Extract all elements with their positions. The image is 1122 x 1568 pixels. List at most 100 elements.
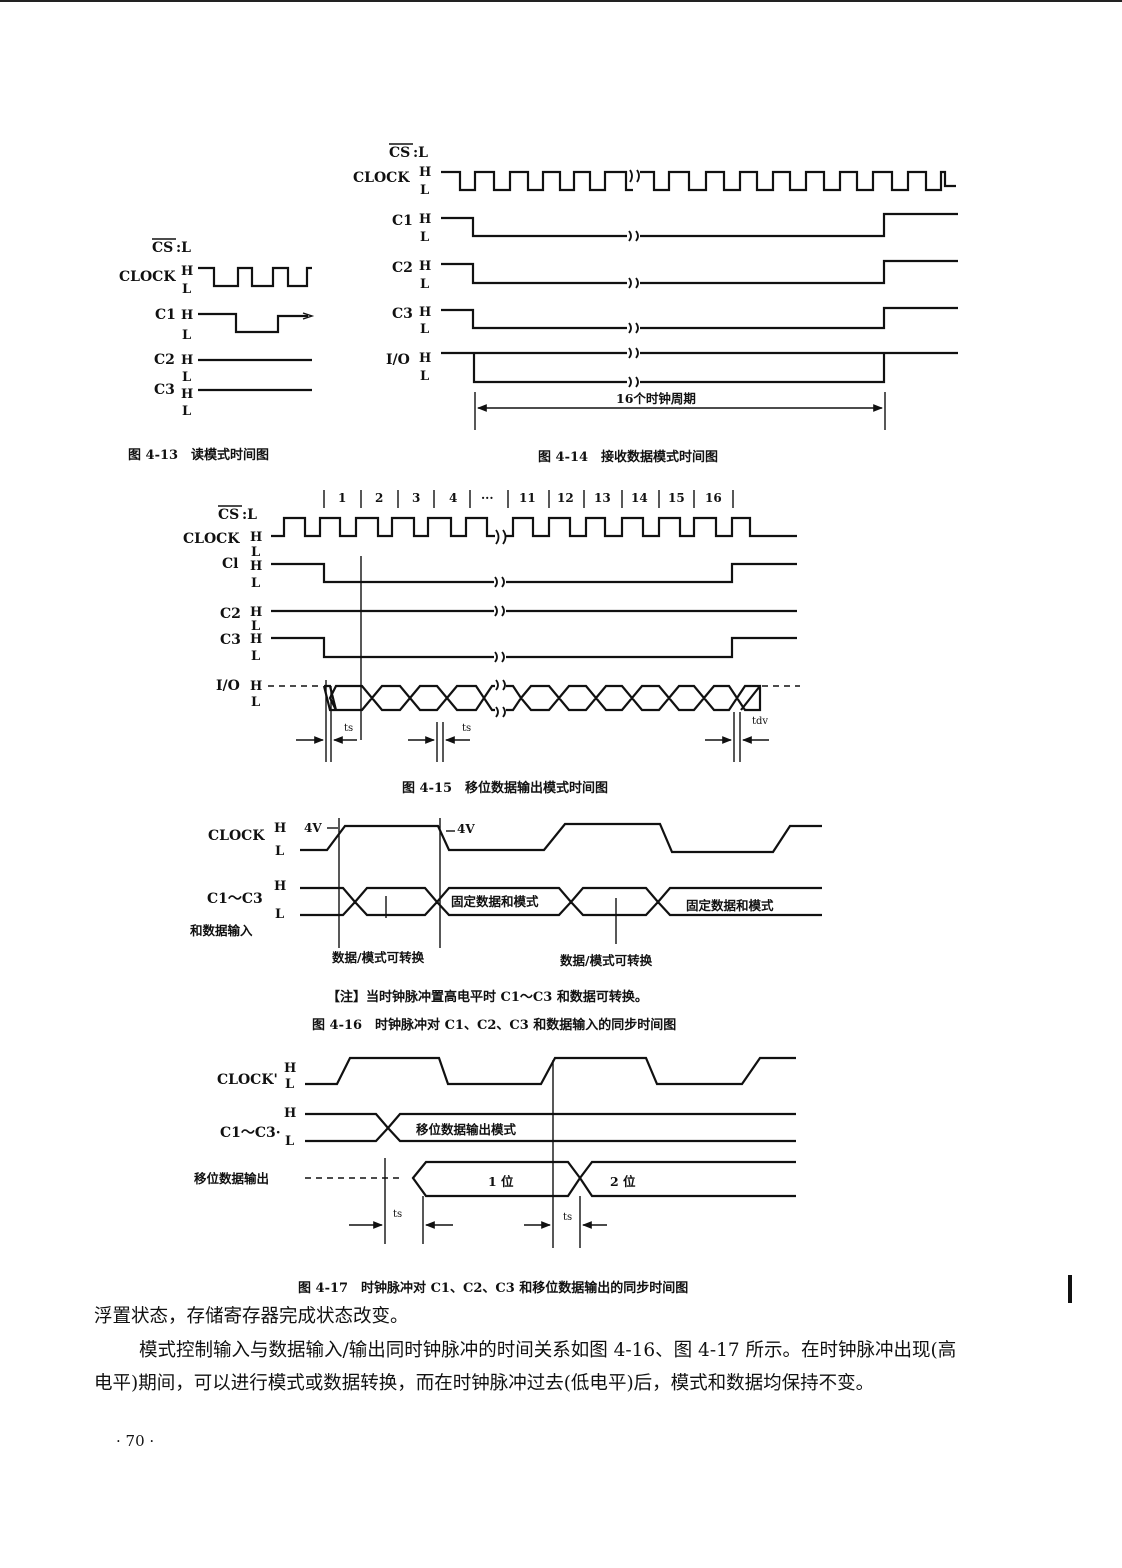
switch-label: 数据/模式可转换 bbox=[559, 953, 653, 968]
svg-text:12: 12 bbox=[557, 491, 574, 505]
ts-label: ts bbox=[344, 723, 353, 734]
figure-4-15: 1 2 3 4 ··· 11 12 13 14 15 16 CS :L CLOC… bbox=[183, 490, 800, 796]
svg-text:H: H bbox=[419, 165, 431, 180]
svg-text:L: L bbox=[420, 183, 429, 198]
c2-label: C2 bbox=[392, 260, 413, 276]
svg-text:L: L bbox=[182, 328, 191, 343]
cs-label: CS bbox=[389, 145, 410, 161]
body-paragraph-1: 浮置状态，存储寄存器完成状态改变。 bbox=[94, 1306, 409, 1327]
fig16-caption: 图 4-16 时钟脉冲对 C1、C2、C3 和数据输入的同步时间图 bbox=[312, 1017, 676, 1033]
fig17-caption: 图 4-17 时钟脉冲对 C1、C2、C3 和移位数据输出的同步时间图 bbox=[298, 1280, 688, 1296]
tdv-label: tdv bbox=[752, 716, 768, 727]
fig16-note: 【注】当时钟脉冲置高电平时 C1～C3 和数据可转换。 bbox=[327, 989, 648, 1005]
svg-text:H: H bbox=[274, 821, 286, 836]
svg-text:H: H bbox=[274, 879, 286, 894]
svg-text:H: H bbox=[419, 351, 431, 366]
svg-text:4: 4 bbox=[449, 491, 457, 505]
clock-wave-a bbox=[271, 516, 495, 538]
svg-text:L: L bbox=[251, 576, 260, 591]
fig14-caption: 图 4-14 接收数据模式时间图 bbox=[538, 449, 718, 465]
bit2-label: 2 位 bbox=[610, 1174, 636, 1189]
svg-text:H: H bbox=[250, 559, 262, 574]
c1-label: C1 bbox=[155, 307, 176, 323]
clock-label: CLOCK bbox=[353, 170, 410, 186]
v4-label: 4V bbox=[457, 822, 475, 836]
margin-mark bbox=[1068, 1275, 1072, 1303]
timing-figures: CS :L CLOCK H L C1 H L C2 H L C3 H L 图 4… bbox=[119, 143, 958, 1296]
period-label: 16个时钟周期 bbox=[616, 391, 696, 406]
clock-label: CLOCK bbox=[208, 828, 265, 844]
svg-text:L: L bbox=[420, 230, 429, 245]
svg-text:H: H bbox=[181, 353, 193, 368]
fixed-label: 固定数据和模式 bbox=[686, 898, 774, 913]
svg-text:L: L bbox=[285, 1077, 294, 1092]
svg-text:H: H bbox=[250, 530, 262, 545]
svg-text:H: H bbox=[284, 1106, 296, 1121]
clock-label: CLOCK' bbox=[217, 1072, 278, 1088]
svg-text:H: H bbox=[419, 212, 431, 227]
clock-label: CLOCK bbox=[119, 269, 176, 285]
svg-text:H: H bbox=[181, 387, 193, 402]
svg-text:L: L bbox=[182, 282, 191, 297]
clock-label: CLOCK bbox=[183, 531, 240, 547]
clock-wave-b bbox=[506, 516, 797, 538]
c1c3-wave bbox=[305, 1112, 796, 1143]
io-wave-low bbox=[472, 353, 886, 384]
c2-wave bbox=[441, 259, 958, 285]
v4-label: 4V bbox=[304, 821, 322, 835]
svg-text:L: L bbox=[182, 370, 191, 385]
svg-text:H: H bbox=[419, 305, 431, 320]
bit1-label: 1 位 bbox=[488, 1174, 514, 1189]
fig15-caption: 图 4-15 移位数据输出模式时间图 bbox=[402, 780, 608, 796]
figure-4-17: CLOCK' H L C1～C3· H L 移位数据输出模式 移位数据输出 1 … bbox=[194, 1056, 796, 1296]
clock-wave bbox=[305, 1056, 796, 1086]
c1c3-label: C1～C3· bbox=[220, 1125, 281, 1141]
ts-label: ts bbox=[462, 723, 471, 734]
switch-label: 数据/模式可转换 bbox=[331, 950, 425, 965]
c1c3-data-wave bbox=[300, 886, 822, 917]
svg-text:2: 2 bbox=[375, 491, 383, 505]
svg-text:H: H bbox=[250, 605, 262, 620]
c1-label: C1 bbox=[392, 213, 413, 229]
svg-text:11: 11 bbox=[519, 491, 536, 505]
bit-separators bbox=[323, 490, 734, 508]
shift-output-label: 移位数据输出 bbox=[194, 1171, 269, 1186]
svg-text:H: H bbox=[250, 679, 262, 694]
cs-level: :L bbox=[176, 240, 191, 256]
svg-text:···: ··· bbox=[481, 491, 494, 505]
svg-text:L: L bbox=[251, 695, 260, 710]
svg-text:H: H bbox=[419, 259, 431, 274]
svg-text:H: H bbox=[181, 308, 193, 323]
c3-label: C3 bbox=[392, 306, 413, 322]
c3-wave bbox=[271, 636, 797, 659]
fig13-caption: 图 4-13 读模式时间图 bbox=[128, 447, 269, 463]
c1c3-label: C1～C3 bbox=[207, 891, 263, 907]
ts-label: ts bbox=[393, 1209, 402, 1220]
svg-text:H: H bbox=[250, 632, 262, 647]
c3-label: C3 bbox=[154, 382, 175, 398]
c1-wave bbox=[198, 312, 308, 334]
io-label: I/O bbox=[216, 678, 240, 694]
figure-4-14: CS :L CLOCK H L C1 H L C2 H L C3 H L I/O… bbox=[353, 143, 958, 465]
svg-text:L: L bbox=[182, 404, 191, 419]
c3-label: C3 bbox=[220, 632, 241, 648]
svg-text:16: 16 bbox=[705, 491, 722, 505]
svg-text:L: L bbox=[275, 844, 284, 859]
top-rule bbox=[0, 0, 1122, 2]
io-data-eye bbox=[322, 684, 762, 712]
svg-text:H: H bbox=[181, 264, 193, 279]
cs-label: CS bbox=[152, 240, 173, 256]
svg-text:15: 15 bbox=[668, 491, 685, 505]
data-input-label: 和数据输入 bbox=[189, 923, 253, 938]
cs-label: CS bbox=[218, 507, 239, 523]
svg-text:L: L bbox=[251, 619, 260, 634]
clock-wave bbox=[198, 266, 312, 288]
ts-label: ts bbox=[563, 1212, 572, 1223]
mode-label: 移位数据输出模式 bbox=[416, 1122, 517, 1137]
svg-text:L: L bbox=[285, 1134, 294, 1149]
cs-level: :L bbox=[242, 507, 257, 523]
svg-text:H: H bbox=[284, 1061, 296, 1076]
svg-text:13: 13 bbox=[594, 491, 611, 505]
svg-text:L: L bbox=[275, 907, 284, 922]
svg-text:L: L bbox=[251, 649, 260, 664]
